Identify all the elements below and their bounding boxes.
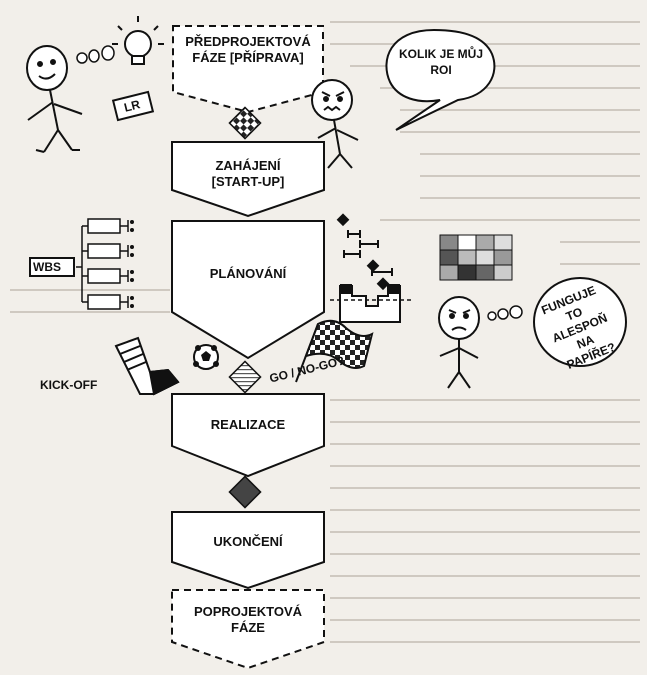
phase-closing-shape (171, 511, 325, 590)
roi-bubble-text: KOLIK JE MŮJ ROI (398, 47, 483, 77)
thought-dots-left (76, 45, 115, 64)
phase-postproject-label: POPROJEKTOVÁ FÁZE (193, 604, 303, 635)
speech-bubble-roi (385, 28, 496, 131)
phase-postproject-shape (171, 589, 325, 670)
lightbulb-icon (112, 16, 164, 65)
wbs-dots (130, 220, 134, 308)
phase-closing-label: UKONČENÍ (213, 534, 283, 549)
thought-bubble-paper (533, 277, 627, 367)
gate-diamond-3 (228, 475, 262, 509)
grid-chart-icon (439, 234, 513, 281)
kick-leg-icon (114, 336, 180, 396)
phase-planning-shape (171, 220, 325, 360)
wbs-label: WBS (33, 260, 61, 274)
wbs-tree (29, 218, 129, 310)
thought-dots-right (487, 305, 523, 321)
checkered-flag-icon (295, 319, 374, 383)
gate-diamond-1 (228, 106, 262, 140)
lr-tag-shape (111, 90, 155, 122)
gate-diamond-2 (228, 360, 262, 394)
gantt-chart-icon (336, 213, 393, 291)
kickoff-label: KICK-OFF (40, 378, 98, 392)
phase-preproject-label: PŘEDPROJEKTOVÁ FÁZE [PŘÍPRAVA] (185, 34, 311, 65)
phase-startup-shape (171, 141, 325, 218)
stick-figure-worried (438, 296, 480, 389)
phase-startup-label: ZAHÁJENÍ [START-UP] (211, 158, 285, 189)
stick-figure-roi (311, 79, 359, 169)
phase-realization-label: REALIZACE (210, 417, 286, 432)
phase-planning-label: PLÁNOVÁNÍ (209, 266, 287, 281)
phase-preproject-shape (172, 25, 324, 114)
soccer-ball-icon (193, 344, 219, 370)
phase-realization-shape (171, 393, 325, 478)
stick-figure-thinker (26, 45, 83, 153)
resource-histogram-icon (330, 284, 412, 323)
background-text-texture (10, 21, 640, 643)
